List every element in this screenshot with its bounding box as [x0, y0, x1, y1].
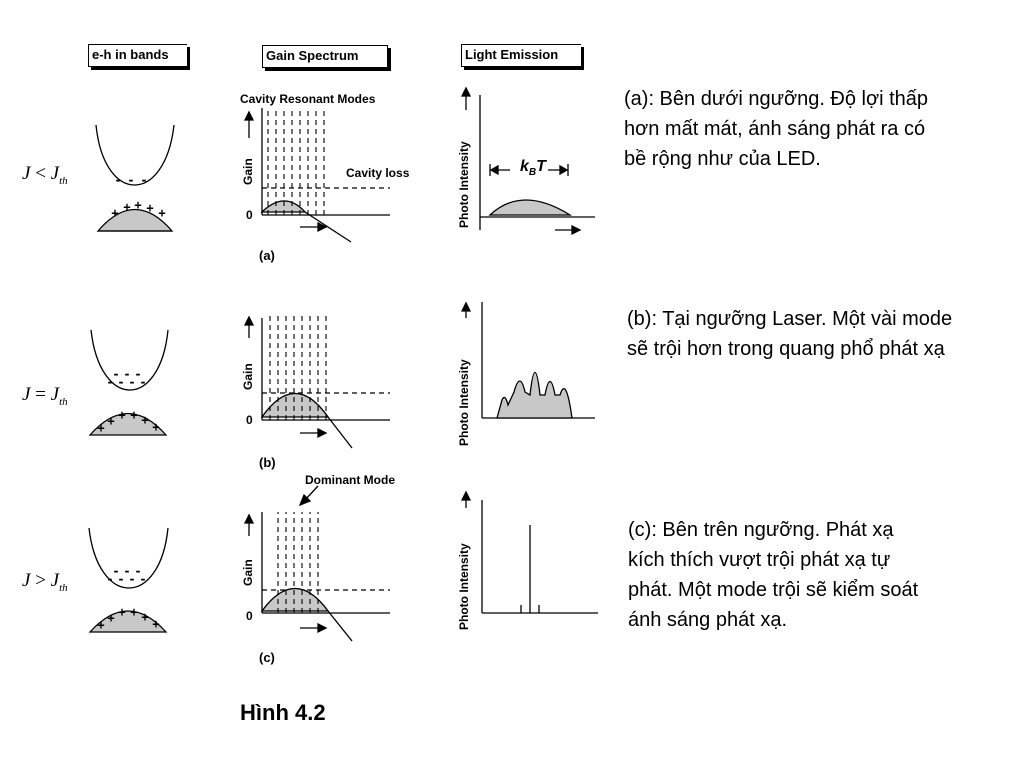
- panel-label-c: (c): [259, 650, 275, 665]
- hole-charge: +: [107, 414, 114, 428]
- carrier-charges: ---+++++-------++++++-------++++++: [97, 173, 165, 632]
- hole-charge: +: [158, 206, 165, 220]
- emission-plot-a: [479, 95, 595, 230]
- hole-charge: +: [118, 605, 125, 619]
- band-diagram-a: [95, 124, 175, 232]
- hole-charge: +: [97, 421, 104, 435]
- hole-charge: +: [152, 617, 159, 631]
- electron-charge: -: [123, 367, 130, 381]
- header-gain-spectrum: Gain Spectrum: [262, 45, 388, 68]
- electron-charge: -: [128, 375, 135, 389]
- gain-zero-b: 0: [246, 413, 253, 427]
- hole-charge: +: [118, 408, 125, 422]
- hole-charge: +: [141, 413, 148, 427]
- electron-charge: -: [106, 572, 113, 586]
- band-diagram-b: [88, 329, 169, 436]
- hole-charge: +: [130, 408, 137, 422]
- electron-charge: -: [139, 375, 146, 389]
- electron-charge: -: [139, 572, 146, 586]
- hole-charge: +: [146, 201, 153, 215]
- hole-charge: +: [107, 611, 114, 625]
- electron-charge: -: [128, 572, 135, 586]
- condition-b: J = Jth: [22, 384, 68, 408]
- photo-intensity-label-c: Photo Intensity: [457, 543, 471, 630]
- cavity-resonant-modes-label: Cavity Resonant Modes: [240, 92, 376, 106]
- cavity-mode-lines: [267, 108, 327, 613]
- description-a: (a): Bên dưới ngưỡng. Độ lợi thấp hơn mấ…: [624, 88, 929, 170]
- condition-a: J < Jth: [22, 163, 68, 187]
- electron-charge: -: [123, 564, 130, 578]
- gain-zero-a: 0: [246, 208, 253, 222]
- emission-plot-c: [481, 500, 598, 614]
- electron-charge: -: [140, 173, 147, 187]
- condition-c: J > Jth: [22, 570, 68, 594]
- photo-intensity-label-a: Photo Intensity: [457, 141, 471, 228]
- gain-axis-label-c: Gain: [241, 559, 255, 586]
- electron-charge: -: [127, 173, 134, 187]
- electron-charge: -: [117, 375, 124, 389]
- hole-charge: +: [111, 206, 118, 220]
- gain-plot-a: [260, 108, 390, 243]
- electron-charge: -: [106, 375, 113, 389]
- panel-label-b: (b): [259, 455, 276, 470]
- gain-zero-c: 0: [246, 609, 253, 623]
- hole-charge: +: [141, 610, 148, 624]
- hole-charge: +: [134, 198, 141, 212]
- gain-axis-label-a: Gain: [241, 158, 255, 185]
- cavity-loss-label: Cavity loss: [346, 166, 410, 180]
- electron-charge: -: [112, 564, 119, 578]
- panel-label-a: (a): [259, 248, 275, 263]
- photo-intensity-label-b: Photo Intensity: [457, 359, 471, 446]
- hole-charge: +: [152, 420, 159, 434]
- gain-plot-c: [260, 512, 390, 642]
- band-diagram-c: [88, 527, 169, 633]
- description-c: (c): Bên trên ngưỡng. Phát xạ kích thích…: [628, 519, 919, 631]
- description-b: (b): Tại ngưỡng Laser. Một vài mode sẽ t…: [627, 308, 953, 360]
- gain-axis-label-b: Gain: [241, 363, 255, 390]
- kbt-label: kBT: [520, 158, 546, 179]
- hole-charge: +: [123, 200, 130, 214]
- hole-charge: +: [97, 618, 104, 632]
- electron-charge: -: [134, 564, 141, 578]
- electron-charge: -: [134, 367, 141, 381]
- dominant-mode-label: Dominant Mode: [305, 473, 395, 487]
- figure-caption: Hình 4.2: [240, 700, 326, 725]
- hole-charge: +: [130, 605, 137, 619]
- emission-plot-b: [481, 302, 595, 419]
- electron-charge: -: [117, 572, 124, 586]
- header-eh-bands: e-h in bands: [88, 44, 187, 67]
- header-light-emission: Light Emission: [461, 44, 581, 67]
- electron-charge: -: [114, 173, 121, 187]
- electron-charge: -: [112, 367, 119, 381]
